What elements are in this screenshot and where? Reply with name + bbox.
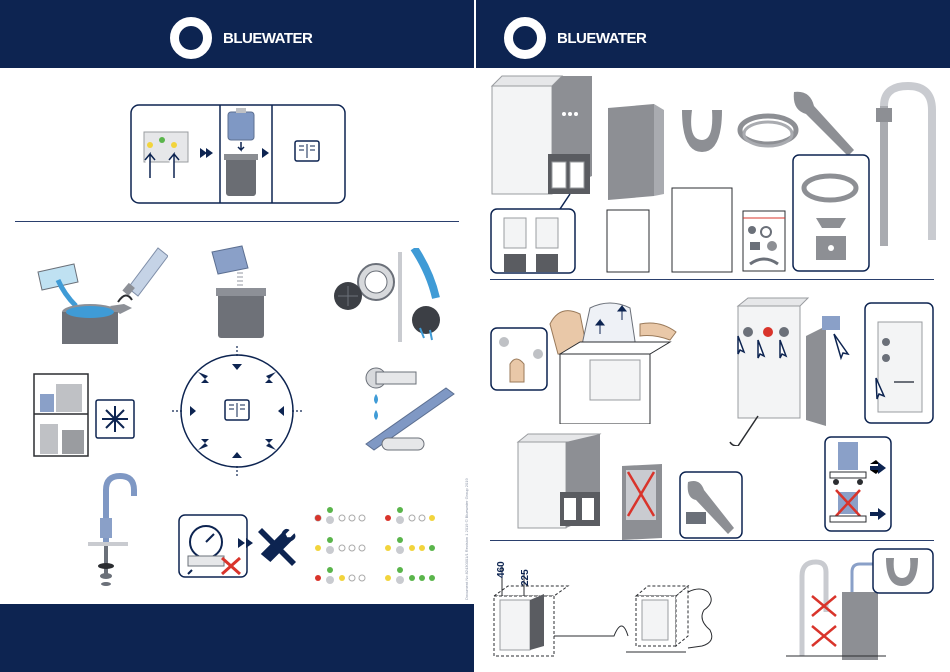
header-right: BLUEWATER (476, 0, 950, 68)
led-icon (315, 507, 435, 584)
accessory-bag (742, 210, 786, 272)
filter-rinse-illustration (326, 248, 456, 348)
process-box (130, 104, 346, 204)
brand-logo-left: BLUEWATER (170, 17, 312, 59)
dimensions-illustration (490, 556, 630, 660)
storage-manual-circle (172, 346, 302, 476)
rule-left-1 (15, 221, 459, 222)
canister-fill-illustration (204, 244, 274, 344)
document-note: Document No 82430001/1 Revision 1 2019 ©… (464, 478, 469, 600)
cartridge-callout (490, 208, 576, 274)
tap-screwdriver-illustration (352, 354, 462, 454)
rule-right-1 (490, 279, 934, 280)
wrench-screwdriver-icon (256, 522, 300, 568)
brand-name: BLUEWATER (223, 30, 312, 47)
footer-left (0, 604, 474, 672)
dim-height-label: 460 (496, 561, 507, 578)
spanner-illustration (788, 88, 858, 158)
clip-detail-callout (872, 548, 934, 594)
unit-front-illustration (516, 432, 606, 532)
transport-callout (824, 436, 894, 532)
side-detail-callout (864, 302, 934, 424)
panel-gap (474, 0, 476, 672)
drain-hose-illustration (862, 82, 942, 252)
brand-logo-right: BLUEWATER (504, 17, 646, 59)
led-status-grid (314, 506, 444, 588)
rear-connections-illustration (728, 296, 858, 446)
manual-sheets (606, 186, 736, 276)
faucet-illustration (78, 472, 148, 596)
dim-depth-label: 225 (520, 569, 531, 586)
storage-shelf-illustration (32, 370, 142, 460)
header-left: BLUEWATER (0, 0, 474, 68)
cabinet-illustration (622, 572, 732, 662)
logo-ring-icon (504, 17, 546, 59)
sanitiser-pour-illustration (28, 244, 168, 348)
remove-panel-illustration (612, 462, 744, 542)
unpacking-illustration (490, 294, 690, 424)
logo-ring-icon (170, 17, 212, 59)
fittings-callout (792, 154, 870, 272)
brand-name: BLUEWATER (557, 30, 646, 47)
clip-illustration (676, 100, 726, 156)
